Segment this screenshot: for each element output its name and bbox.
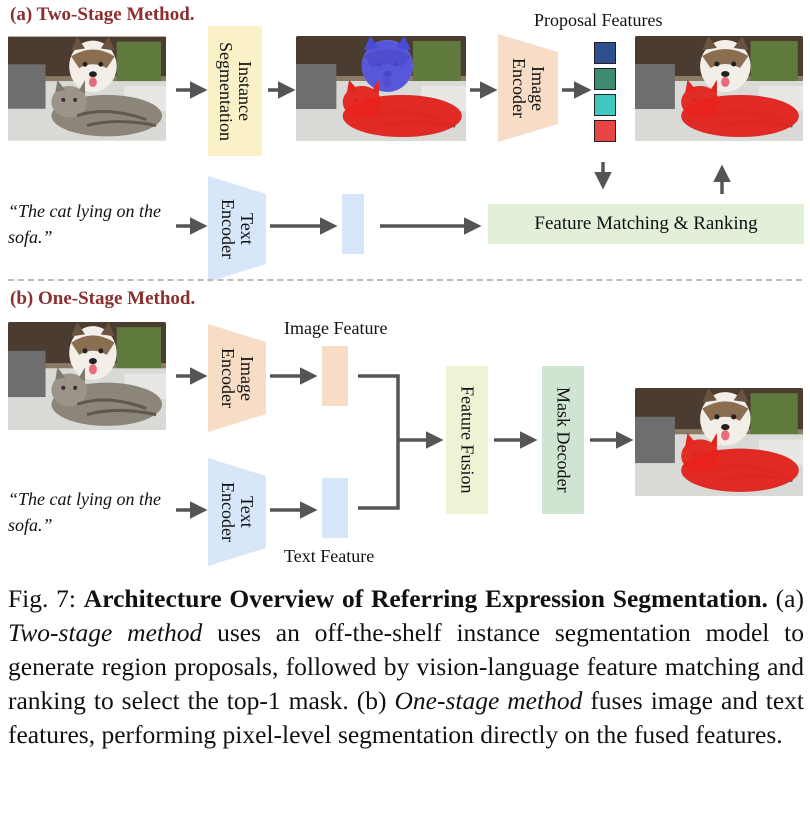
proposal-feature-1: [594, 42, 616, 64]
section-a-title: (a) Two-Stage Method.: [10, 4, 195, 25]
section-b-title: (b) One-Stage Method.: [10, 288, 196, 309]
output-image-b: [635, 388, 803, 496]
mask-decoder-block: Mask Decoder: [542, 366, 584, 514]
text-encoder-b: Text Encoder: [208, 458, 266, 566]
mask-decoder-label: Mask Decoder: [553, 387, 574, 493]
caption-a-text: uses an off-the-shelf instance segmentat…: [8, 617, 804, 715]
feature-fusion-label: Feature Fusion: [457, 386, 478, 494]
proposal-feature-3: [594, 94, 616, 116]
figure-caption: Fig. 7: Architecture Overview of Referri…: [8, 582, 804, 752]
text-feature-a: [342, 194, 364, 254]
image-encoder-b-label: Image Encoder: [218, 348, 257, 408]
caption-fig: Fig. 7:: [8, 584, 84, 613]
feature-matching-label: Feature Matching & Ranking: [534, 213, 758, 234]
caption-a-italic: Two-stage method: [8, 617, 203, 647]
proposal-feature-4: [594, 120, 616, 142]
caption-b-label: (b): [348, 685, 395, 715]
image-encoder-b: Image Encoder: [208, 324, 266, 432]
text-encoder-b-label: Text Encoder: [218, 482, 257, 542]
text-feature-block: [322, 478, 348, 538]
image-encoder-a-label: Image Encoder: [509, 58, 548, 118]
proposal-features-label: Proposal Features: [534, 10, 663, 30]
feature-fusion-block: Feature Fusion: [446, 366, 488, 514]
proposal-feature-2: [594, 68, 616, 90]
text-encoder-a: Text Encoder: [208, 176, 266, 282]
instance-segmentation-label: Instance Segmentation: [216, 41, 255, 141]
query-text-b: “The cat lying on the sofa.”: [8, 489, 161, 536]
section-divider: [8, 279, 802, 281]
text-feature-label: Text Feature: [284, 546, 375, 566]
query-text-a: “The cat lying on the sofa.”: [8, 201, 161, 248]
input-image-b: [8, 322, 166, 430]
image-feature-block: [322, 346, 348, 406]
image-feature-label: Image Feature: [284, 318, 388, 338]
caption-title: Architecture Overview of Referring Expre…: [83, 584, 768, 613]
image-encoder-a: Image Encoder: [498, 34, 558, 142]
text-encoder-a-label: Text Encoder: [218, 199, 257, 259]
caption-b-italic: One-stage method: [394, 685, 583, 715]
feature-matching-block: Feature Matching & Ranking: [488, 204, 804, 244]
instance-segmentation-block: Instance Segmentation: [208, 26, 262, 156]
fusion-connector: [358, 374, 400, 510]
caption-b-text: fuses image and text features, performin…: [8, 685, 804, 749]
arrows-layer: [176, 81, 731, 519]
caption-a-label: (a): [767, 584, 804, 613]
